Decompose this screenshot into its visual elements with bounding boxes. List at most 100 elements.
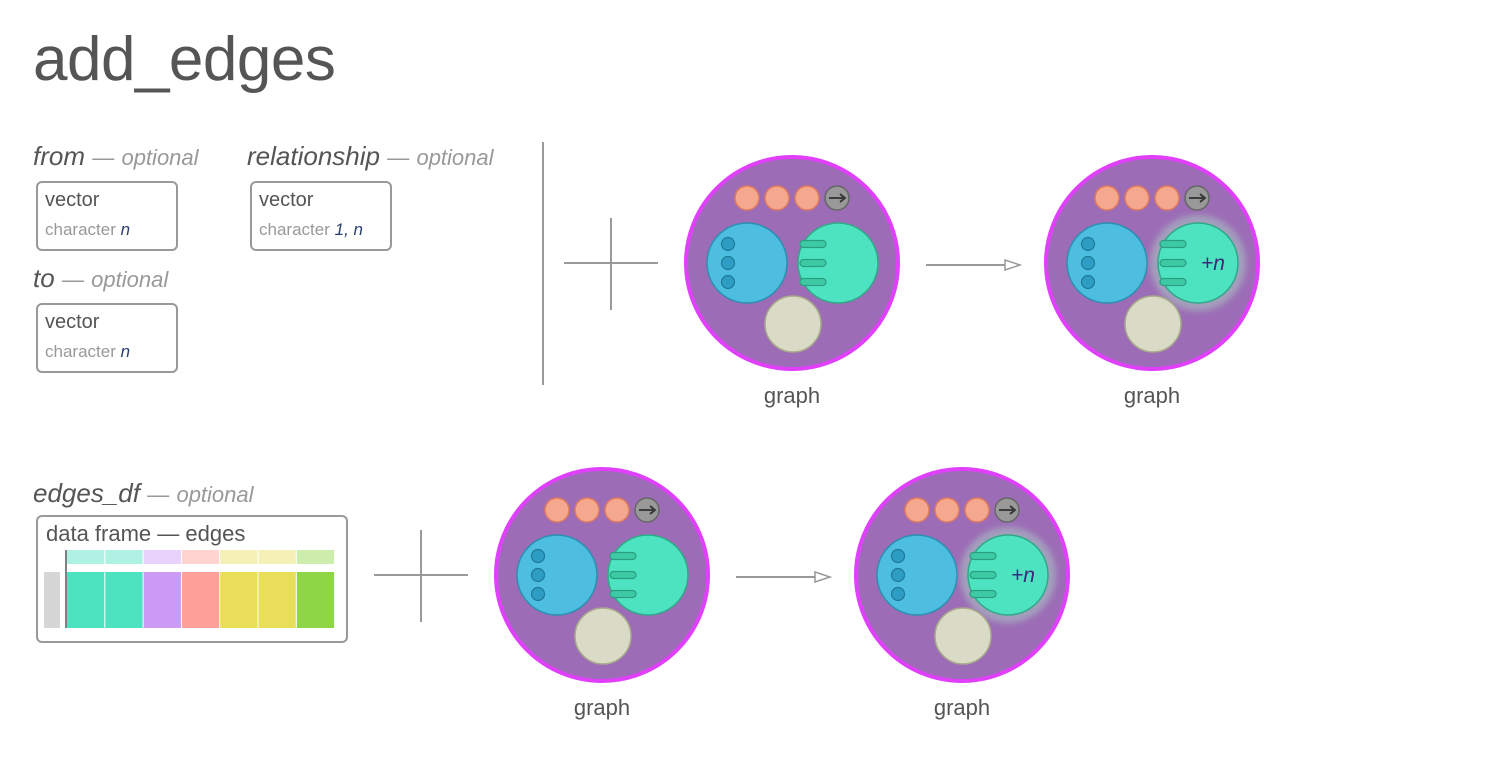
graph-caption-bottom-input: graph xyxy=(573,695,631,720)
plus-sign-bottom xyxy=(374,530,468,622)
graph-attr-dot xyxy=(764,185,790,211)
graph-attr-dot xyxy=(604,497,630,523)
type-name: vector xyxy=(259,189,314,211)
type-detail: character n xyxy=(45,342,131,361)
param-name: to xyxy=(33,263,55,293)
edge-bar xyxy=(1159,277,1187,287)
data-frame-column xyxy=(181,572,220,628)
data-frame-columns xyxy=(44,550,335,628)
graph-attr-circle xyxy=(934,607,992,665)
param-optional: optional xyxy=(176,482,254,507)
param-dash: — xyxy=(387,145,410,170)
graph-caption-top-input: graph xyxy=(763,383,821,408)
nodes-circle xyxy=(876,534,958,616)
graph-attr-dot xyxy=(734,185,760,211)
data-frame-column xyxy=(143,572,181,628)
edge-bar xyxy=(609,589,637,599)
graph-caption-bottom-output: graph xyxy=(933,695,991,720)
graph-attr-circle xyxy=(1124,295,1182,353)
plus-sign-top xyxy=(564,218,658,310)
graph-icon-top-output: +n xyxy=(1044,155,1260,371)
type-detail: character 1, n xyxy=(259,220,363,239)
data-frame-column xyxy=(67,572,105,628)
graph-caption-top-output: graph xyxy=(1123,383,1181,408)
graph-attr-dot xyxy=(934,497,960,523)
graph-attr-dot xyxy=(574,497,600,523)
data-frame-column xyxy=(296,572,335,628)
to-label: to — optional xyxy=(33,263,168,294)
node-dot xyxy=(890,586,906,602)
data-frame-column-header xyxy=(258,550,296,564)
nodes-circle xyxy=(1066,222,1148,304)
graph-attr-dot xyxy=(794,185,820,211)
data-frame-column-header xyxy=(181,550,220,564)
edge-bar xyxy=(969,551,997,561)
data-frame-column xyxy=(105,572,143,628)
from-type-box: vector character n xyxy=(36,181,178,251)
graph-attr-dot xyxy=(1154,185,1180,211)
graph-icon-top-input xyxy=(684,155,900,371)
arrow-glyph-head xyxy=(1199,193,1207,203)
data-frame-column-header xyxy=(220,550,258,564)
nodes-circle xyxy=(516,534,598,616)
graph-circle xyxy=(684,155,900,371)
graph-attr-dot xyxy=(1124,185,1150,211)
relationship-label: relationship — optional xyxy=(247,141,494,172)
data-frame-column-header xyxy=(67,550,105,564)
edge-bar xyxy=(609,570,637,580)
data-frame-column xyxy=(258,572,296,628)
node-dot xyxy=(530,548,546,564)
to-type-box: vector character n xyxy=(36,303,178,373)
type-name: vector xyxy=(45,311,100,333)
type-name: vector xyxy=(45,189,100,211)
param-dash: — xyxy=(92,145,115,170)
param-optional: optional xyxy=(91,267,169,292)
node-dot xyxy=(720,274,736,290)
graph-attr-circle xyxy=(764,295,822,353)
data-frame-row-index xyxy=(44,572,60,628)
edge-bar xyxy=(609,551,637,561)
edge-bar xyxy=(799,277,827,287)
node-dot xyxy=(530,567,546,583)
added-edges-label: +n xyxy=(1011,564,1035,587)
data-frame-column-header xyxy=(143,550,181,564)
type-detail: character n xyxy=(45,220,131,239)
param-optional: optional xyxy=(121,145,199,170)
node-dot xyxy=(720,236,736,252)
page-title: add_edges xyxy=(33,25,336,94)
node-dot xyxy=(1080,236,1096,252)
node-dot xyxy=(720,255,736,271)
param-name: edges_df xyxy=(33,478,140,508)
arrow-glyph-head xyxy=(1009,505,1017,515)
node-dot xyxy=(890,548,906,564)
relationship-type-box: vector character 1, n xyxy=(250,181,392,251)
param-name: relationship xyxy=(247,141,380,171)
param-optional: optional xyxy=(416,145,494,170)
added-edges-label: +n xyxy=(1201,252,1225,275)
node-dot xyxy=(530,586,546,602)
param-dash: — xyxy=(147,482,170,507)
edges-df-label: edges_df — optional xyxy=(33,478,254,509)
graph-attr-dot xyxy=(904,497,930,523)
graph-circle xyxy=(494,467,710,683)
data-frame-column-header xyxy=(105,550,143,564)
param-dash: — xyxy=(61,267,84,292)
node-dot xyxy=(1080,255,1096,271)
data-frame-title: data frame — edges xyxy=(46,521,246,546)
edge-bar xyxy=(1159,258,1187,268)
graph-attr-dot xyxy=(1094,185,1120,211)
edge-bar xyxy=(969,570,997,580)
graph-icon-bottom-input xyxy=(494,467,710,683)
graph-attr-circle xyxy=(574,607,632,665)
edge-bar xyxy=(1159,239,1187,249)
data-frame-column-header xyxy=(296,550,335,564)
edge-bar xyxy=(969,589,997,599)
from-label: from — optional xyxy=(33,141,199,172)
node-dot xyxy=(1080,274,1096,290)
graph-attr-dot xyxy=(544,497,570,523)
param-name: from xyxy=(33,141,85,171)
graph-icon-bottom-output: +n xyxy=(854,467,1070,683)
data-frame-column xyxy=(220,572,258,628)
edge-bar xyxy=(799,239,827,249)
